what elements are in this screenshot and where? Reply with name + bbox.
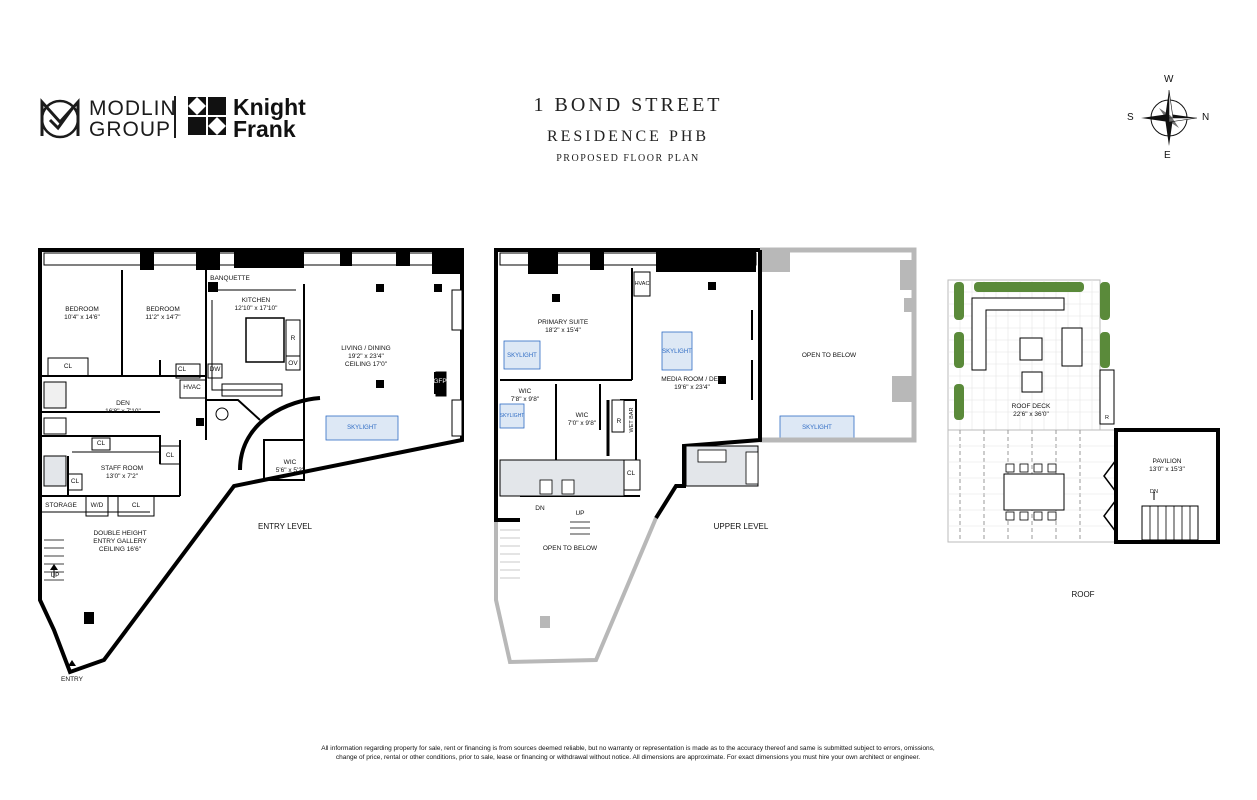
label-dn-upper: DN bbox=[535, 505, 545, 512]
compass-rose-icon bbox=[1141, 89, 1198, 146]
compass-east: E bbox=[1164, 150, 1171, 161]
logo-divider bbox=[174, 96, 176, 138]
modlin-logo-icon bbox=[40, 98, 80, 139]
modlin-word: MODLIN bbox=[89, 97, 177, 120]
page-title: 1 BOND STREET bbox=[533, 94, 723, 116]
label-storage: STORAGE bbox=[45, 502, 77, 509]
entry-skylight bbox=[325, 415, 399, 441]
knight-word: Knight bbox=[233, 94, 306, 120]
label-gfp: GFP bbox=[433, 378, 447, 385]
label-skylight-suite: SKYLIGHT bbox=[507, 353, 537, 359]
upper-skylight-open bbox=[779, 415, 855, 441]
roof-level-label: ROOF bbox=[1071, 590, 1095, 599]
label-entry: ENTRY bbox=[61, 676, 83, 683]
upper-level-plan bbox=[494, 247, 917, 665]
page-subtitle: RESIDENCE PHB bbox=[546, 128, 710, 145]
label-cl-1: CL bbox=[63, 363, 73, 370]
disclaimer-line-2: change of price, rental or other conditi… bbox=[335, 754, 921, 761]
label-r-entry: R bbox=[290, 335, 296, 342]
label-hvac-upper: HVAC bbox=[634, 281, 650, 287]
label-open-to-below-1: OPEN TO BELOW bbox=[801, 352, 857, 359]
label-skylight-open: SKYLIGHT bbox=[802, 425, 832, 431]
label-cl-3: CL bbox=[96, 440, 106, 447]
label-cl-5: CL bbox=[70, 478, 80, 485]
label-banquette: BANQUETTE bbox=[210, 275, 250, 282]
label-open-to-below-2: OPEN TO BELOW bbox=[542, 545, 598, 552]
roof-plan bbox=[947, 279, 1220, 544]
label-ov: OV bbox=[288, 360, 298, 367]
upper-skylight-wic bbox=[499, 403, 525, 429]
label-skylight-wic: SKYLIGHT bbox=[499, 413, 525, 419]
entry-level-plan bbox=[38, 248, 464, 675]
label-dn-roof: DN bbox=[1150, 489, 1158, 495]
label-up-entry: UP bbox=[50, 572, 60, 579]
label-up-upper: UP bbox=[575, 510, 585, 517]
label-cl-2: CL bbox=[177, 366, 187, 373]
disclaimer-line-1: All information regarding property for s… bbox=[321, 745, 935, 752]
page-caption: PROPOSED FLOOR PLAN bbox=[556, 153, 700, 164]
entry-level-label: ENTRY LEVEL bbox=[258, 522, 312, 531]
upper-level-label: UPPER LEVEL bbox=[713, 522, 769, 531]
label-cl-4: CL bbox=[165, 452, 175, 459]
upper-skylight-media bbox=[661, 331, 693, 371]
label-cl-upper: CL bbox=[626, 470, 636, 477]
label-skylight-media: SKYLIGHT bbox=[662, 349, 692, 355]
compass-west: W bbox=[1164, 74, 1174, 85]
knight-frank-logo-icon bbox=[188, 97, 226, 135]
label-wd: W/D bbox=[90, 502, 104, 509]
label-r-roof: R bbox=[1105, 415, 1109, 421]
compass-south: S bbox=[1127, 112, 1134, 123]
label-wet-bar: WET BAR bbox=[629, 407, 635, 433]
disclaimer: All information regarding property for s… bbox=[278, 744, 978, 762]
upper-skylight-suite bbox=[503, 340, 541, 370]
label-dw: DW bbox=[209, 366, 221, 373]
label-r-upper: R bbox=[616, 418, 622, 425]
label-skylight-entry: SKYLIGHT bbox=[347, 425, 377, 431]
frank-word: Frank bbox=[233, 116, 296, 142]
compass-north: N bbox=[1202, 112, 1210, 123]
label-hvac-entry: HVAC bbox=[183, 384, 201, 391]
group-word: GROUP bbox=[89, 118, 172, 141]
label-cl-6: CL bbox=[131, 502, 141, 509]
